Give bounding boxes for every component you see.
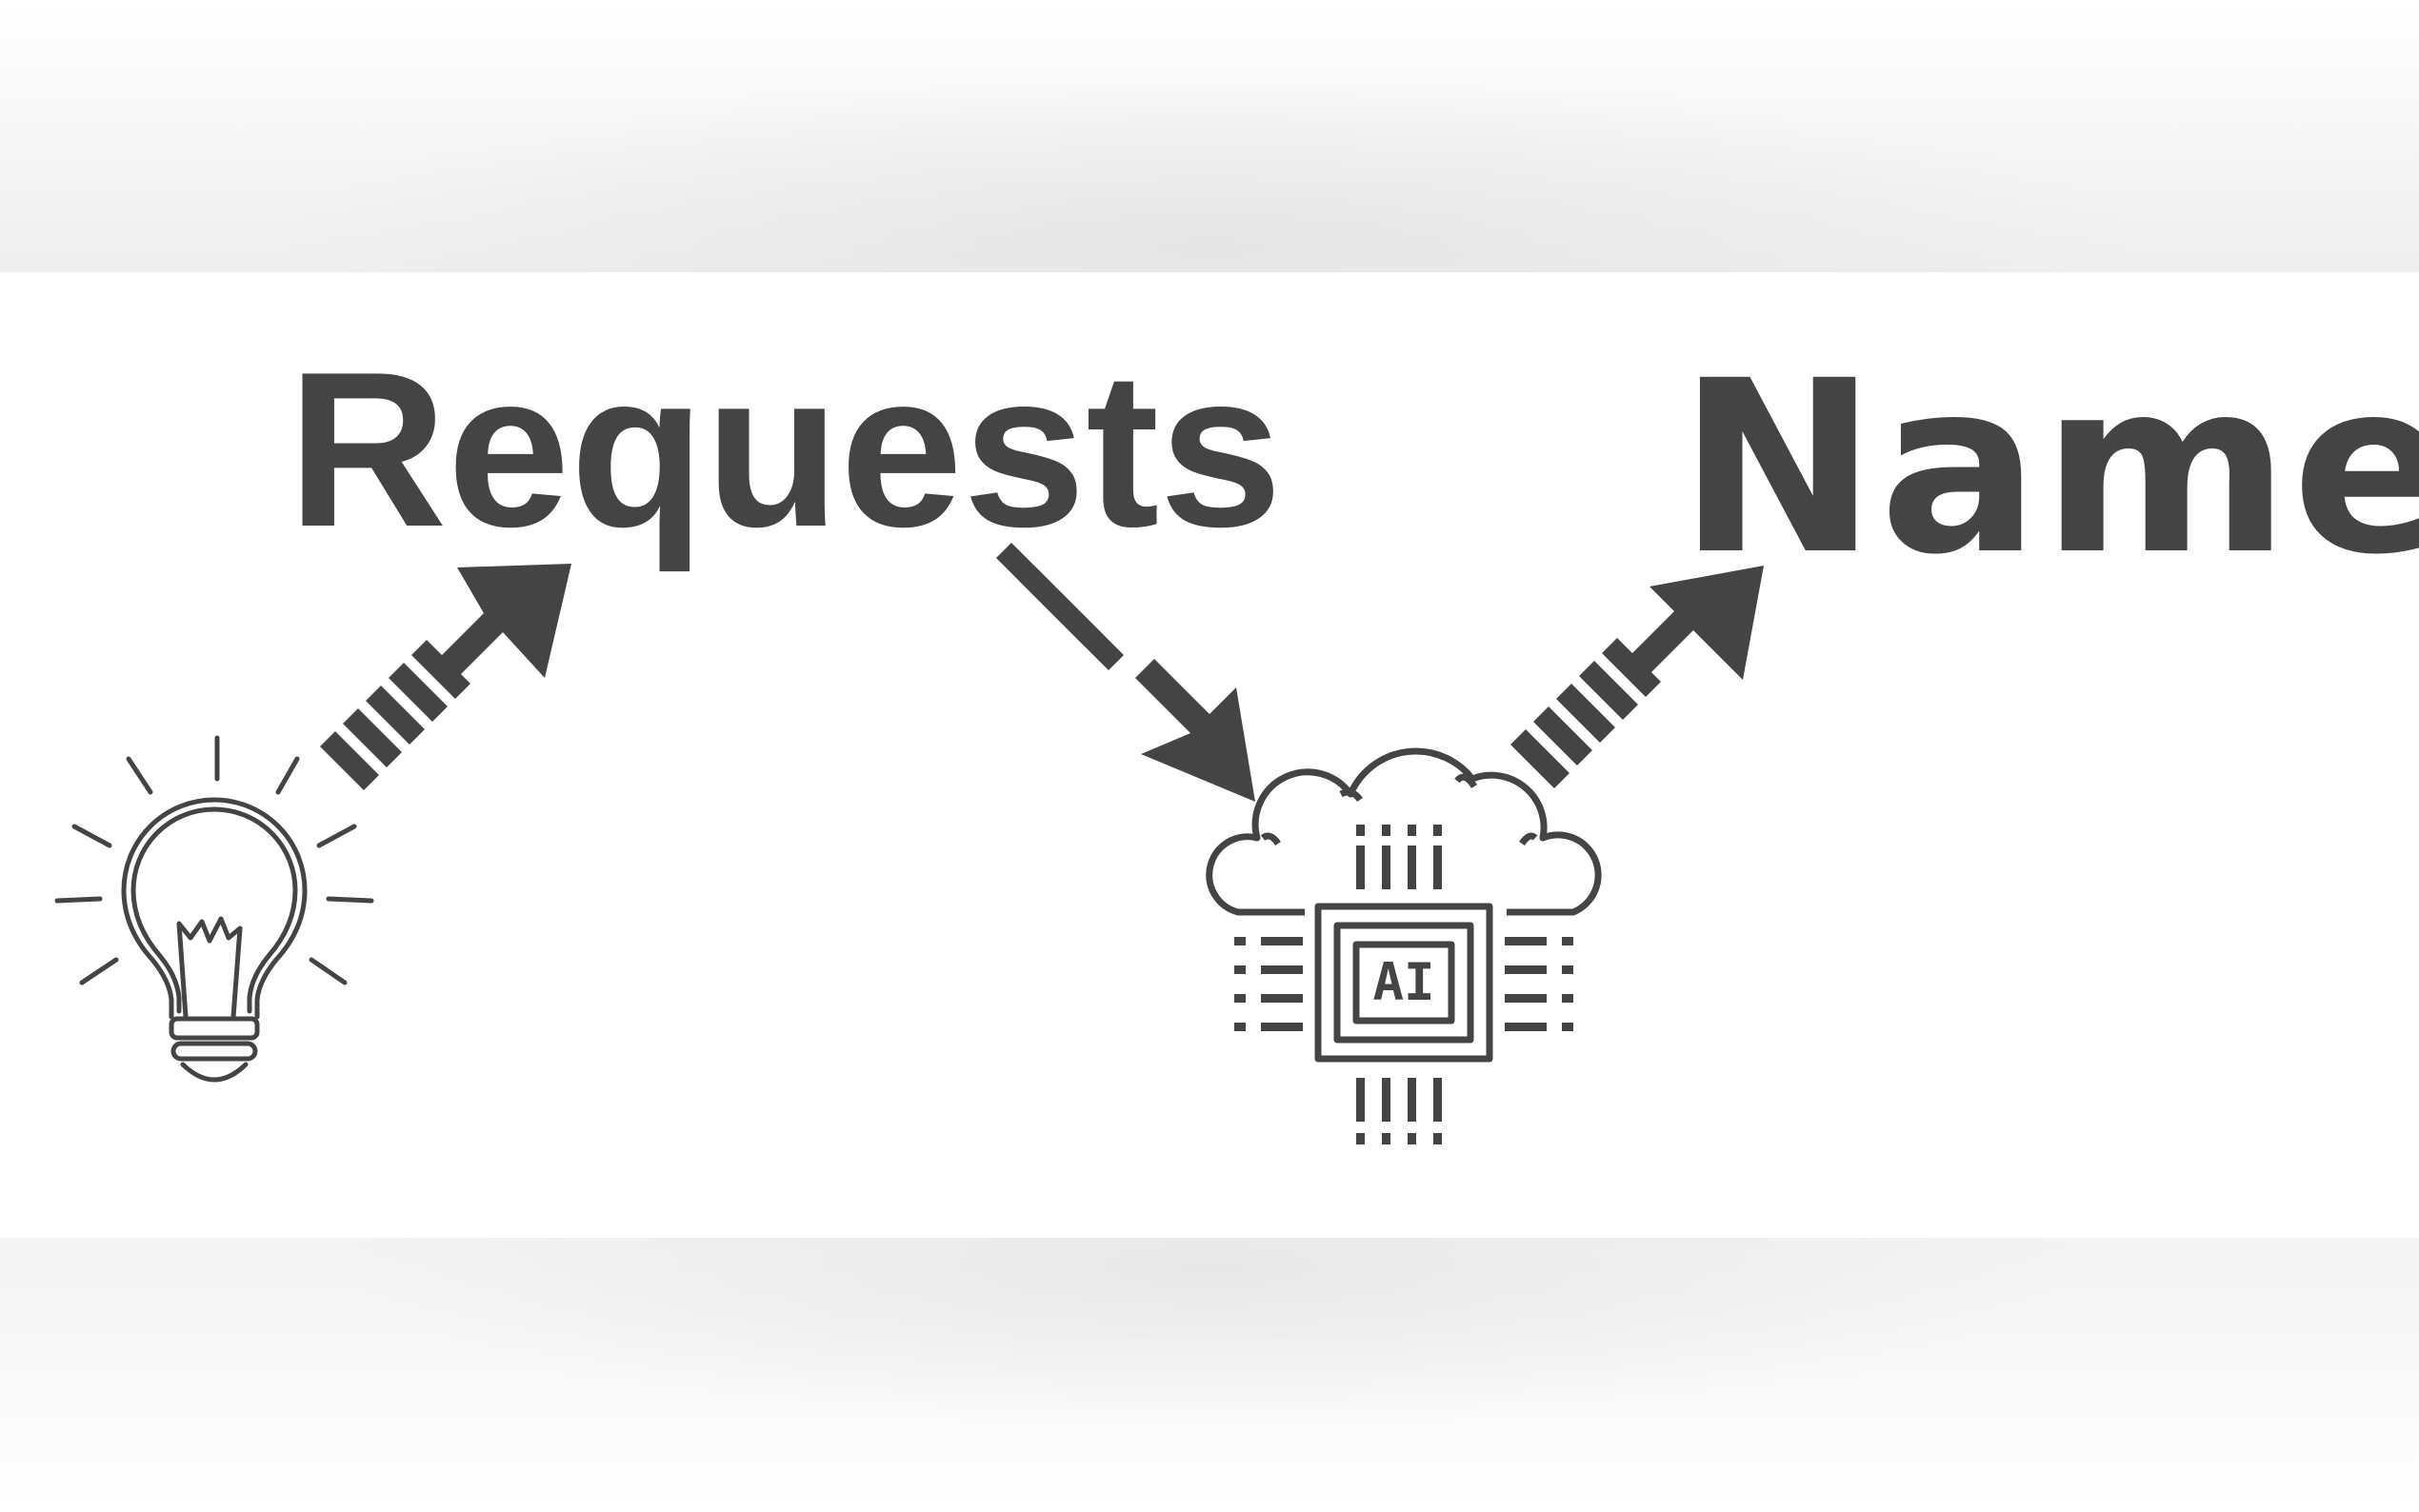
- arrow-bulb-to-requests: [320, 564, 571, 790]
- ai-cloud-chip-icon: AI: [1206, 747, 1602, 1144]
- arrow-requests-to-ai: [996, 543, 1255, 802]
- lightbulb-icon: [54, 735, 374, 1083]
- requests-label: Requests: [288, 327, 1282, 573]
- name-label: Name: [1678, 329, 2419, 607]
- arrow-ai-to-name: [1510, 566, 1764, 788]
- top-gradient-fade: [0, 0, 2419, 272]
- bottom-gradient-fade: [0, 1238, 2419, 1512]
- ai-chip-text: AI: [1372, 952, 1434, 1012]
